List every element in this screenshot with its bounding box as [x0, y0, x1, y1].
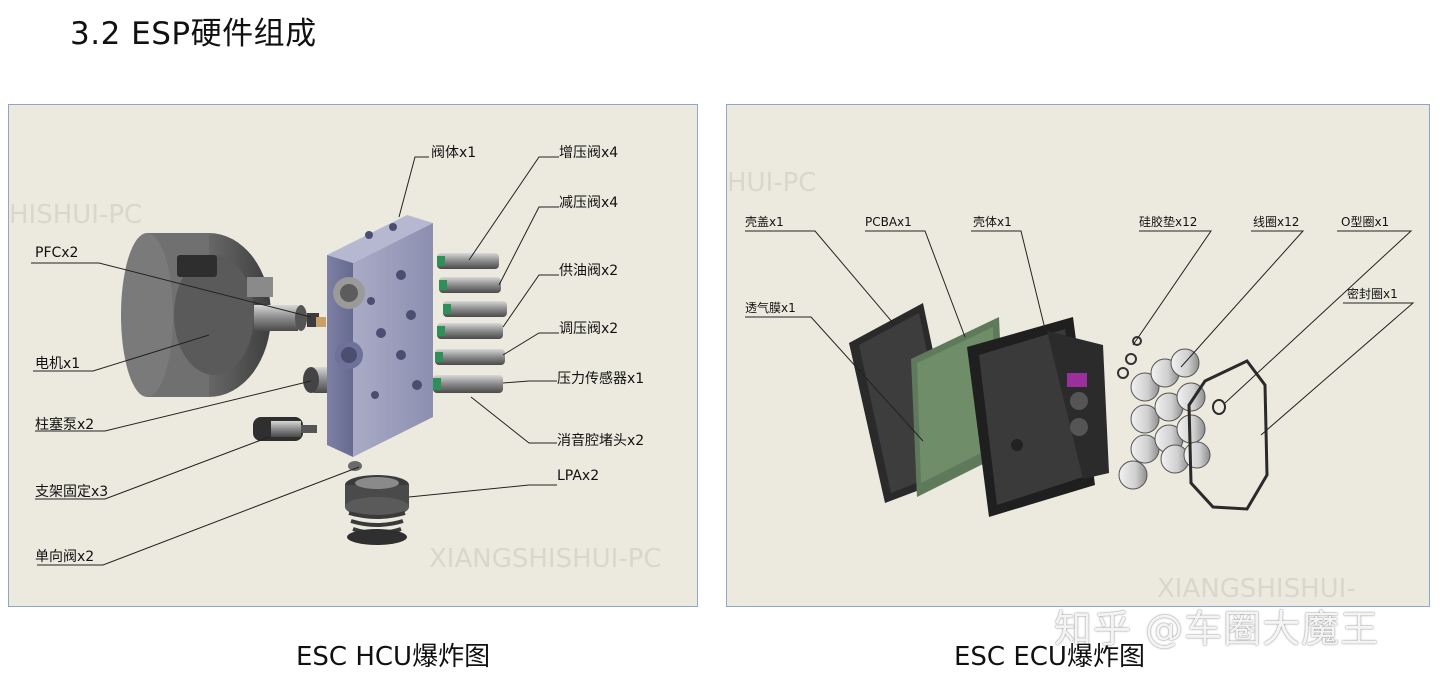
label-regulating-valve: 调压阀x2	[559, 321, 618, 337]
hcu-diagram: HISHUI-PC XIANGSHISHUI-PC	[9, 145, 662, 574]
hcu-caption: ESC HCU爆炸图	[296, 642, 491, 672]
silicone-pad-part	[1117, 336, 1142, 379]
ghost-watermark-top: HUI-PC	[727, 168, 816, 198]
label-housing: 壳体x1	[973, 215, 1012, 229]
housing-part	[967, 317, 1109, 517]
lpa-part	[345, 461, 409, 545]
label-inlet-valve: 增压阀x4	[559, 145, 618, 161]
label-coil: 线圈x12	[1253, 215, 1299, 229]
label-valve-body: 阀体x1	[431, 145, 476, 161]
hcu-leader-lines	[31, 156, 559, 566]
valve-block-part	[327, 215, 433, 457]
label-breather: 透气膜x1	[745, 300, 796, 315]
ecu-leader-lines	[745, 230, 1415, 442]
label-outlet-valve: 减压阀x4	[559, 195, 618, 211]
label-supply-valve: 供油阀x2	[559, 263, 618, 279]
ecu-diagram-panel: HUI-PC XIANGSHISHUI-	[726, 104, 1430, 607]
coils-part	[1118, 348, 1211, 490]
label-plunger-pump: 柱塞泵x2	[35, 416, 94, 433]
valve-cartridges-part	[433, 253, 507, 393]
label-muffler-plug: 消音腔堵头x2	[557, 432, 644, 449]
seal-ring-part	[1187, 359, 1269, 511]
ecu-caption: ESC ECU爆炸图	[954, 642, 1145, 672]
label-lpa: LPAx2	[557, 468, 599, 484]
hcu-diagram-panel: HISHUI-PC XIANGSHISHUI-PC	[8, 104, 698, 607]
label-pfc: PFCx2	[35, 245, 78, 261]
page-title: 3.2 ESP硬件组成	[70, 16, 317, 52]
ghost-watermark-bottom: XIANGSHISHUI-	[1157, 574, 1356, 604]
ghost-watermark-top: HISHUI-PC	[9, 200, 142, 230]
label-o-ring: O型圈x1	[1341, 215, 1389, 229]
label-check-valve: 单向阀x2	[35, 549, 94, 565]
ecu-diagram: HUI-PC XIANGSHISHUI-	[727, 168, 1415, 604]
zhihu-watermark: 知乎 @车圈大魔王	[1054, 607, 1380, 651]
pfc-part	[307, 313, 326, 327]
plunger-pump-part	[253, 367, 339, 441]
ghost-watermark-bottom: XIANGSHISHUI-PC	[429, 544, 662, 574]
label-pressure-sensor: 压力传感器x1	[557, 370, 644, 387]
label-cover: 壳盖x1	[745, 215, 784, 229]
label-silicone-pad: 硅胶垫x12	[1139, 214, 1197, 229]
label-seal: 密封圈x1	[1347, 286, 1398, 301]
label-bracket: 支架固定x3	[35, 484, 108, 500]
label-motor: 电机x1	[35, 356, 80, 372]
label-pcba: PCBAx1	[865, 215, 912, 229]
motor-part	[121, 233, 307, 397]
